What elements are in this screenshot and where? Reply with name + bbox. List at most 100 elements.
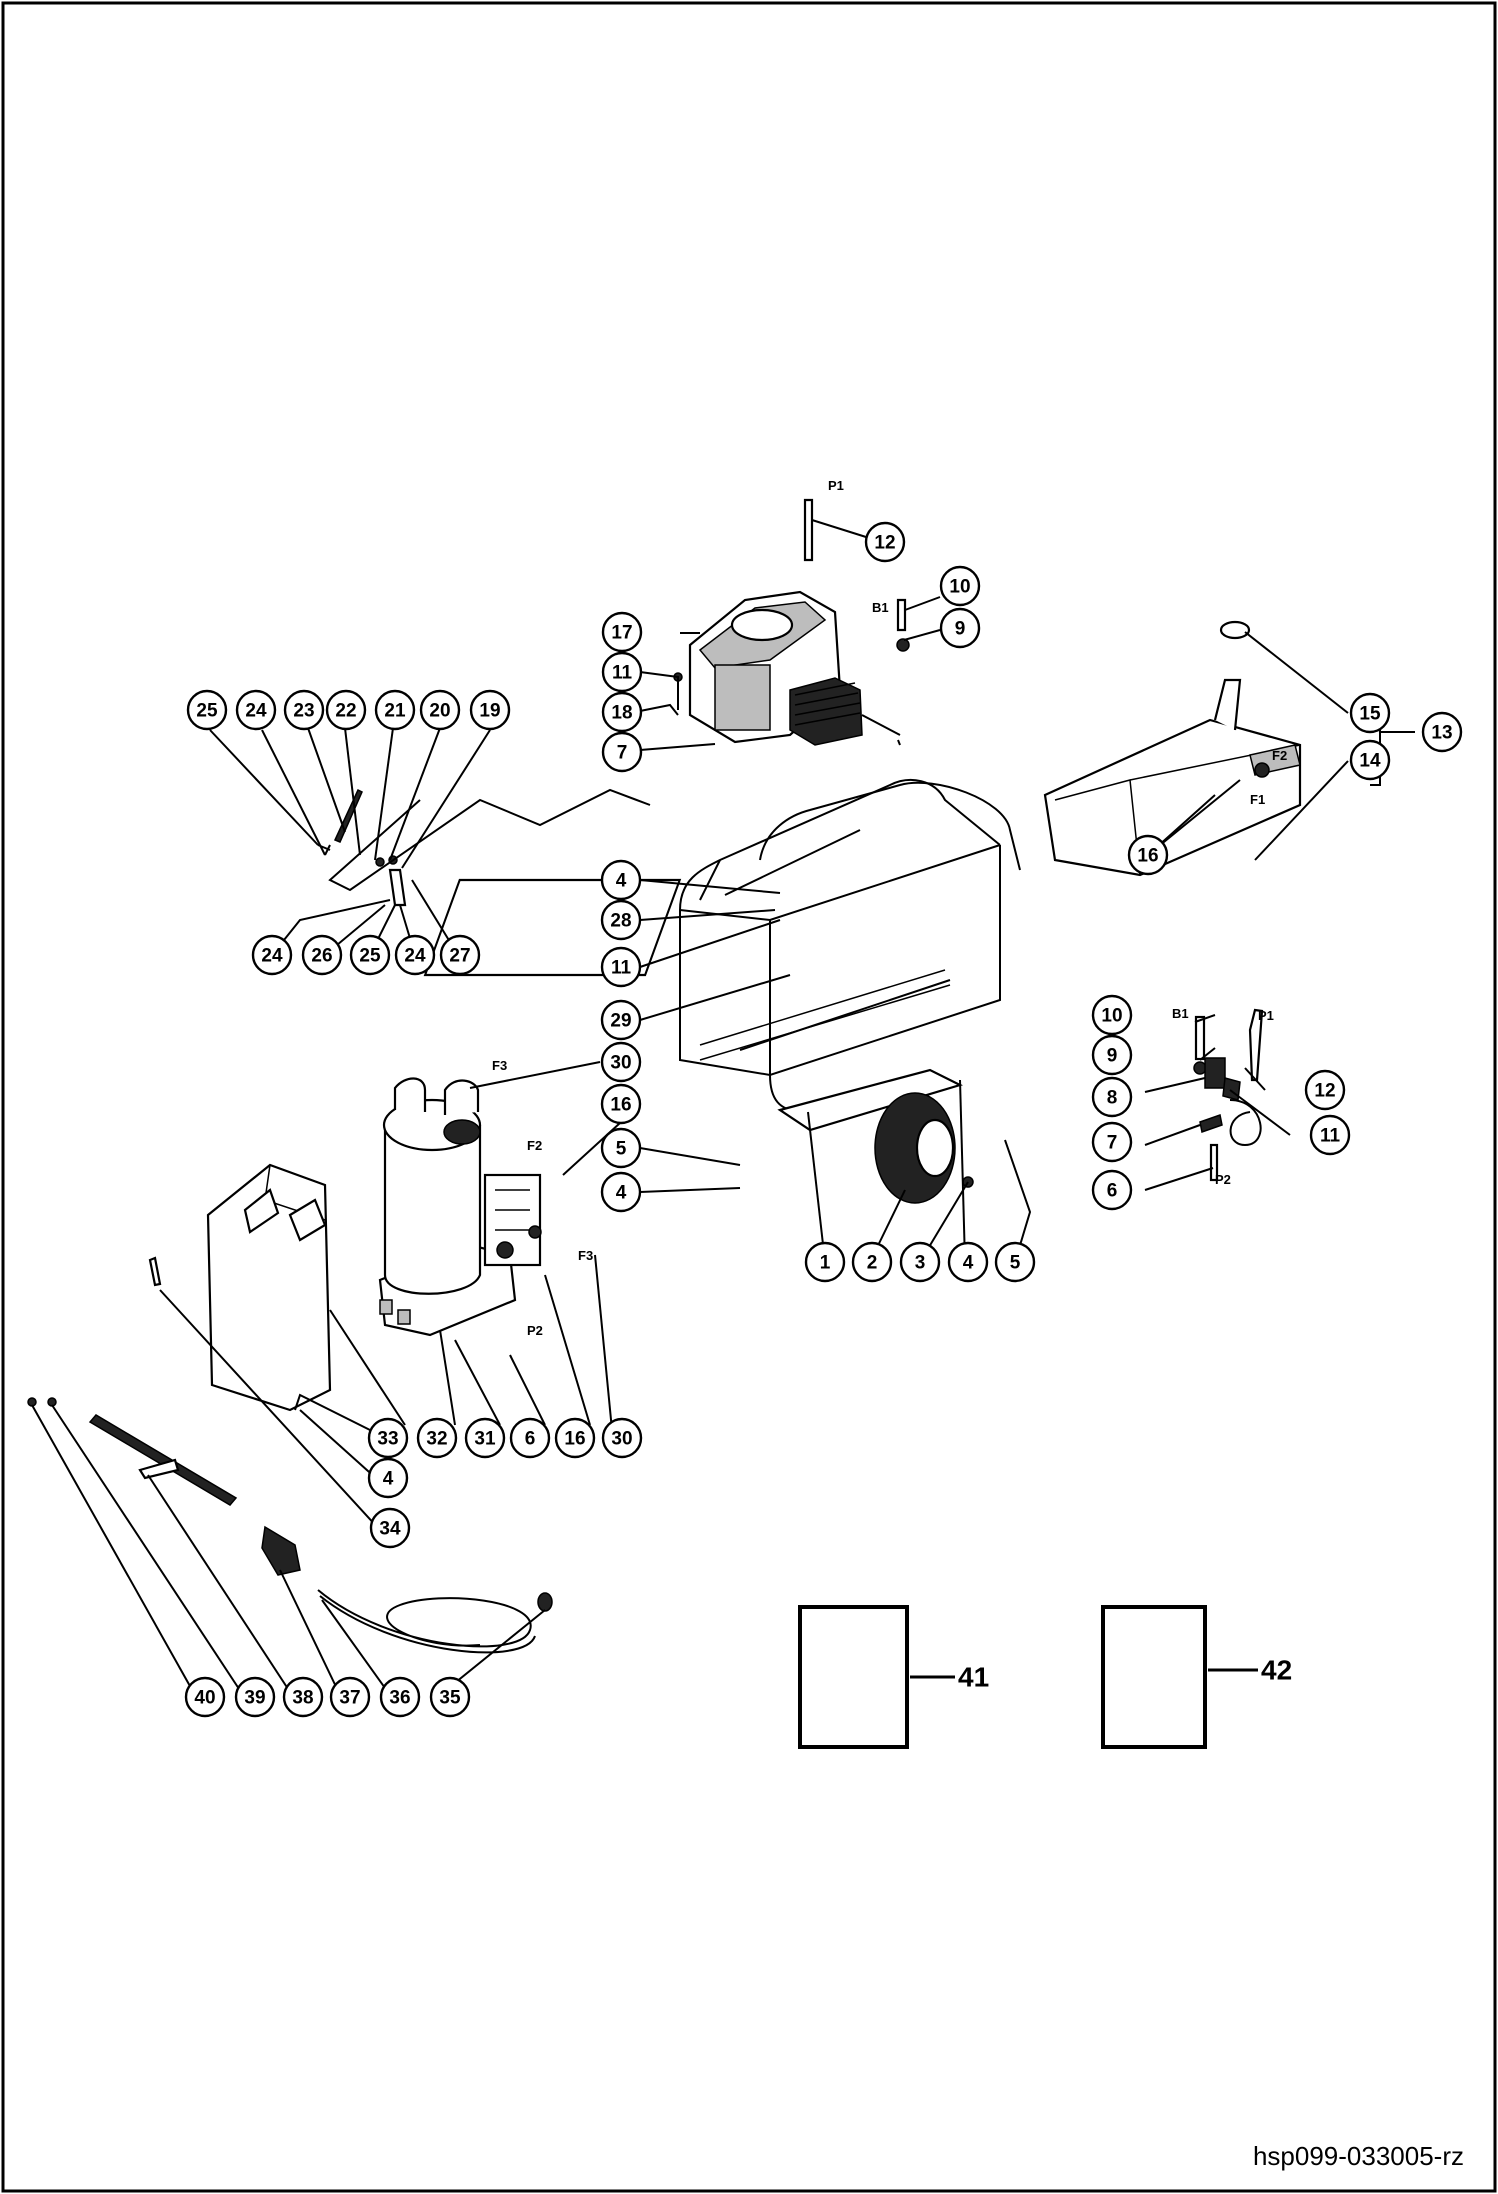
- callout-circle: [1349, 739, 1391, 781]
- callout-circle: [600, 999, 642, 1041]
- callout-number: 6: [1107, 1181, 1118, 1202]
- callout-7: 7: [1091, 1121, 1133, 1163]
- callout-number: 7: [617, 743, 628, 764]
- callout-number: 31: [474, 1429, 496, 1450]
- callout-number: 12: [874, 533, 895, 554]
- callout-33: 33: [367, 1417, 409, 1459]
- callout-21: 21: [374, 689, 416, 731]
- callout-circle: [864, 521, 906, 563]
- callout-circle: [234, 1676, 276, 1718]
- callout-16: 16: [1127, 834, 1169, 876]
- callout-circle: [301, 934, 343, 976]
- cart-frame: [423, 779, 1021, 1132]
- callout-6: 6: [1091, 1169, 1133, 1211]
- callout-number: 24: [404, 946, 426, 967]
- callout-number: 11: [612, 663, 633, 684]
- callout-circle: [367, 1457, 409, 1499]
- callout-circle: [1091, 1076, 1133, 1118]
- callout-number: 4: [963, 1253, 974, 1274]
- callout-circle: [235, 689, 277, 731]
- callout-4: 4: [947, 1241, 989, 1283]
- callout-number: 16: [1137, 846, 1158, 867]
- callout-31: 31: [464, 1417, 506, 1459]
- tag-f2-tank: F2: [1272, 748, 1287, 763]
- callout-4: 4: [367, 1457, 409, 1499]
- callout-number: 25: [359, 946, 381, 967]
- callout-number: 30: [610, 1053, 631, 1074]
- callout-number: 18: [611, 703, 632, 724]
- documents: 41 42: [798, 1605, 1292, 1749]
- callout-circle: [419, 689, 461, 731]
- tag-f3-pump: F3: [578, 1248, 593, 1263]
- callout-number: 9: [1107, 1046, 1118, 1067]
- callout-number: 39: [244, 1688, 265, 1709]
- callout-number: 4: [616, 1183, 627, 1204]
- heating-coil-assembly: [378, 1077, 542, 1337]
- callout-number: 6: [525, 1429, 536, 1450]
- callout-number: 4: [383, 1469, 394, 1490]
- callout-16: 16: [600, 1083, 642, 1125]
- callout-number: 24: [261, 946, 283, 967]
- callout-3: 3: [899, 1241, 941, 1283]
- callout-19: 19: [469, 689, 511, 731]
- callout-2: 2: [851, 1241, 893, 1283]
- callout-circle: [283, 689, 325, 731]
- manual-document-42: [1101, 1605, 1207, 1749]
- tag-b1-top: B1: [872, 600, 889, 615]
- callout-number: 24: [245, 701, 267, 722]
- callout-circle: [1091, 994, 1133, 1036]
- fitting-parts: [1193, 1008, 1264, 1182]
- callout-number: 22: [335, 701, 356, 722]
- callout-circle: [1349, 692, 1391, 734]
- callout-5: 5: [600, 1127, 642, 1169]
- callout-26: 26: [301, 934, 343, 976]
- callout-circle: [464, 1417, 506, 1459]
- callout-32: 32: [416, 1417, 458, 1459]
- engine-assembly: [688, 590, 901, 746]
- callout-20: 20: [419, 689, 461, 731]
- callout-number: 25: [196, 701, 218, 722]
- callout-12: 12: [864, 521, 906, 563]
- tag-f1-tank: F1: [1250, 792, 1265, 807]
- callout-25: 25: [349, 934, 391, 976]
- callout-9: 9: [1091, 1034, 1133, 1076]
- callout-7: 7: [601, 731, 643, 773]
- callout-number: 30: [611, 1429, 632, 1450]
- callout-number: 40: [194, 1688, 215, 1709]
- callout-number: 11: [1320, 1126, 1341, 1147]
- callout-number: 37: [339, 1688, 360, 1709]
- callout-27: 27: [439, 934, 481, 976]
- tag-p1-top: P1: [828, 478, 844, 493]
- callout-circle: [186, 689, 228, 731]
- callout-number: 13: [1431, 723, 1452, 744]
- callout-23: 23: [283, 689, 325, 731]
- callout-circle: [601, 731, 643, 773]
- callout-circle: [947, 1241, 989, 1283]
- callout-number: 33: [377, 1429, 398, 1450]
- callout-37: 37: [329, 1676, 371, 1718]
- callout-17: 17: [601, 611, 643, 653]
- tag-f2-coil: F2: [527, 1138, 542, 1153]
- callout-30: 30: [601, 1417, 643, 1459]
- document-41-label: 41: [958, 1662, 989, 1693]
- callout-number: 34: [379, 1519, 401, 1540]
- callout-36: 36: [379, 1676, 421, 1718]
- callout-circle: [1309, 1114, 1351, 1156]
- callout-25: 25: [186, 689, 228, 731]
- callout-circle: [369, 1507, 411, 1549]
- callout-circle: [601, 611, 643, 653]
- callout-10: 10: [939, 565, 981, 607]
- callout-number: 1: [820, 1253, 831, 1274]
- callout-number: 11: [611, 958, 632, 979]
- callout-circle: [994, 1241, 1036, 1283]
- connection-tags: P1 B1 F2 F1 F3 F2 F3 P2 B1 P1 P2: [492, 478, 1287, 1338]
- callout-circle: [429, 1676, 471, 1718]
- wheel: [874, 1092, 974, 1204]
- callout-number: 8: [1107, 1088, 1118, 1109]
- callout-number: 29: [610, 1011, 631, 1032]
- callout-8: 8: [1091, 1076, 1133, 1118]
